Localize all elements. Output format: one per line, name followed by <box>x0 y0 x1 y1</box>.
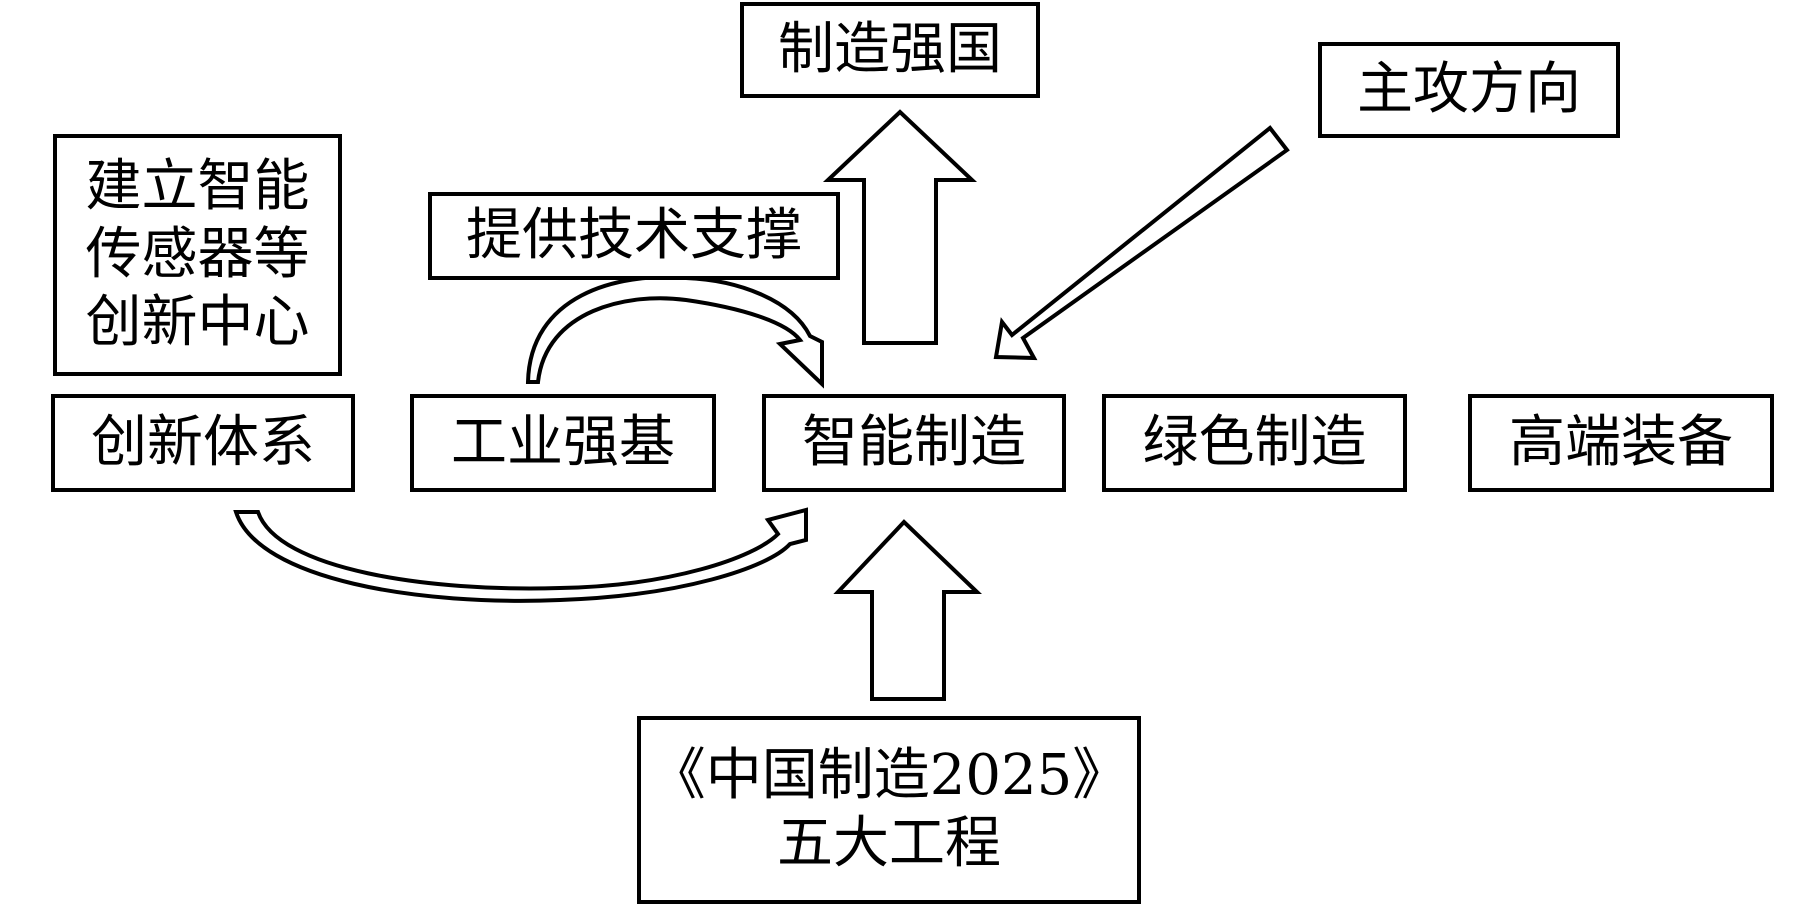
box-five-projects: 《中国制造2025》 五大工程 <box>637 716 1141 904</box>
arrow-diagonal-main-direction <box>993 125 1290 361</box>
box-innovation-center: 建立智能 传感器等 创新中心 <box>53 134 342 376</box>
box-intelligent-manufacturing: 智能制造 <box>762 394 1066 492</box>
box-strong-nation: 制造强国 <box>740 2 1040 98</box>
box-innovation-system: 创新体系 <box>51 394 355 492</box>
box-main-direction: 主攻方向 <box>1318 42 1620 138</box>
arrow-curved-industrial-base <box>525 275 824 389</box>
box-industrial-base: 工业强基 <box>410 394 716 492</box>
arrow-up-from-five-projects <box>833 519 982 701</box>
box-tech-support: 提供技术支撑 <box>428 192 840 280</box>
box-high-end-equipment: 高端装备 <box>1468 394 1774 492</box>
box-green-manufacturing: 绿色制造 <box>1102 394 1407 492</box>
arrow-curved-innovation-system <box>233 507 808 603</box>
arrow-up-to-strong-nation <box>822 109 978 345</box>
